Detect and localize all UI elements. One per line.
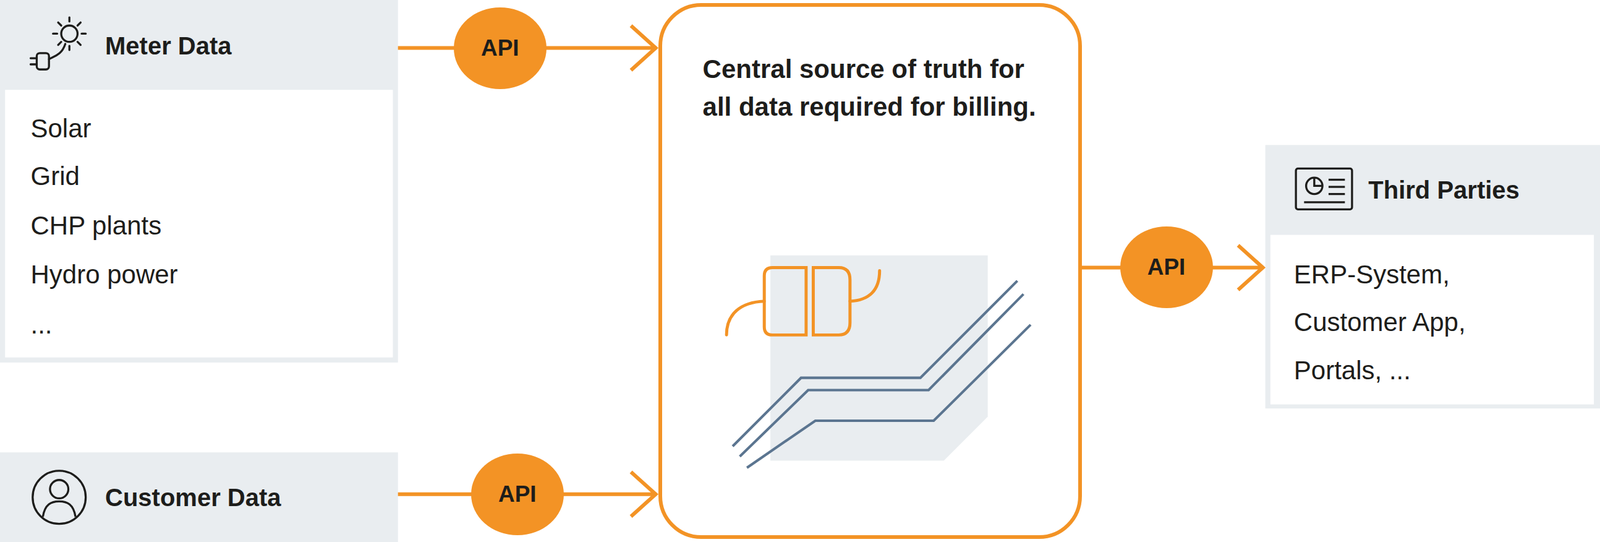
third-parties-panel: Third PartiesERP-System, Customer App, Por… [1265, 144, 1600, 409]
meter-icon [30, 17, 86, 70]
plug-illustration [726, 255, 1031, 468]
panel-heading: Customer Data [105, 482, 282, 512]
list-item: ERP-System, [1293, 259, 1450, 290]
list-item: Customer App, [1293, 306, 1466, 338]
dashboard-icon [1295, 168, 1353, 209]
person-icon [32, 470, 86, 524]
meter-list-ground [4, 89, 393, 357]
api-badge: API [1120, 226, 1213, 308]
panel-heading: Meter Data [105, 30, 232, 61]
central-description: Central source of truth for all data req… [702, 50, 1055, 127]
list-item: Grid [30, 160, 80, 192]
list-item: CHP plants [30, 210, 162, 242]
panel-heading: Third Parties [1368, 174, 1520, 205]
third-panel [1265, 144, 1600, 409]
meter-data-panel: Meter DataSolarGridCHP plantsHydro power… [0, 0, 399, 363]
central-store-box: Central source of truth for all data req… [658, 3, 1082, 540]
customer-panel [0, 451, 399, 542]
customer-data-panel: Customer Data [0, 451, 399, 542]
meter-panel [0, 0, 399, 363]
api-badge: API [471, 453, 564, 535]
list-item: ... [30, 309, 53, 341]
api-badge: API [453, 7, 547, 90]
list-item: Solar [30, 113, 92, 145]
list-item: Hydro power [30, 259, 179, 290]
list-item: Portals, ... [1293, 354, 1411, 386]
third-list-ground [1270, 234, 1594, 405]
